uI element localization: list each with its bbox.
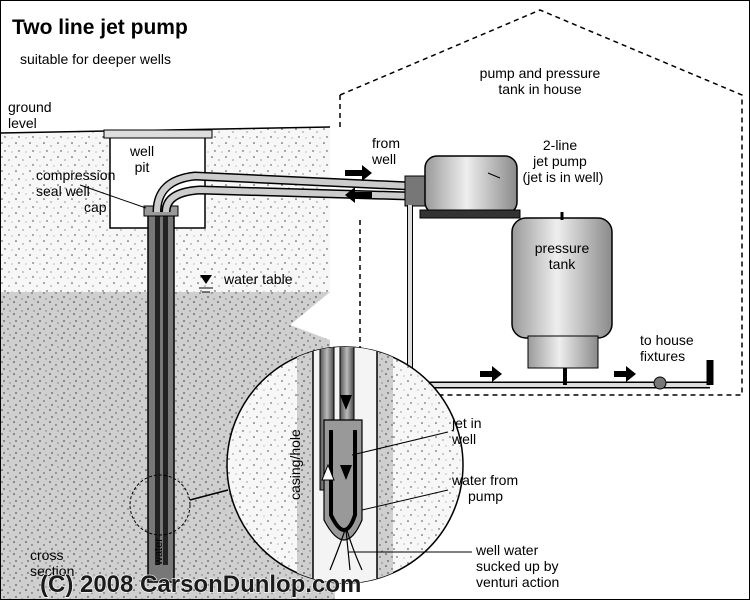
magnified-detail <box>226 346 464 584</box>
house-outline <box>339 9 743 396</box>
jet-pump-label-1: 2-line <box>543 137 577 153</box>
well-pit-label-1: well <box>129 143 154 159</box>
jet-pump <box>404 155 521 390</box>
jet-pump-label-2: jet pump <box>532 153 587 169</box>
jet-pump-label-3: (jet is in well) <box>523 169 604 185</box>
jet-in-well-label-2: well <box>451 431 476 447</box>
house-label-2: tank in house <box>498 81 581 97</box>
compression-label-2: seal well <box>36 183 90 199</box>
compression-label-3: cap <box>84 199 107 215</box>
well-water-label-2: sucked up by <box>476 558 559 574</box>
well-water-label-3: venturi action <box>476 574 559 590</box>
pressure-tank-label-1: pressure <box>535 240 590 256</box>
pressure-tank <box>511 212 613 369</box>
pressure-tank-label-2: tank <box>549 256 576 272</box>
flow-arrow-out <box>345 187 372 203</box>
ground-level-label-2: level <box>8 115 37 131</box>
house-label-1: pump and pressure <box>480 65 601 81</box>
cross-section-label-2: section <box>30 563 74 579</box>
flow-arrow-line-2 <box>614 366 636 382</box>
water-from-pump-label-2: pump <box>468 488 503 504</box>
diagram-subtitle: suitable for deeper wells <box>20 51 171 67</box>
well-water-label-1: well water <box>475 542 539 558</box>
from-well-label-1: from <box>372 135 400 151</box>
jet-in-well-label-1: jet in <box>451 415 482 431</box>
water-vertical-label: water <box>153 538 165 566</box>
copyright-watermark: (C) 2008 CarsonDunlop.com <box>40 571 361 598</box>
shutoff-valve <box>653 376 667 390</box>
water-from-pump-label-1: water from <box>451 472 518 488</box>
ground-level-label-1: ground <box>8 99 52 115</box>
flow-arrow-line-1 <box>480 366 502 382</box>
cross-section-label-1: cross <box>30 547 63 563</box>
from-well-label-2: well <box>371 151 396 167</box>
diagram-title: Two line jet pump <box>12 16 188 39</box>
to-house-label-2: fixtures <box>640 348 685 364</box>
to-house-label-1: to house <box>640 332 694 348</box>
casing-label: casing/hole <box>287 429 303 500</box>
water-table-label: water table <box>223 271 293 287</box>
well-pit-label-2: pit <box>135 159 150 175</box>
detail-callout-circle <box>129 474 191 536</box>
water-table-marker <box>200 275 212 284</box>
compression-label-1: compression <box>36 167 115 183</box>
flow-arrow-in <box>345 165 372 181</box>
well-casing <box>147 211 175 583</box>
